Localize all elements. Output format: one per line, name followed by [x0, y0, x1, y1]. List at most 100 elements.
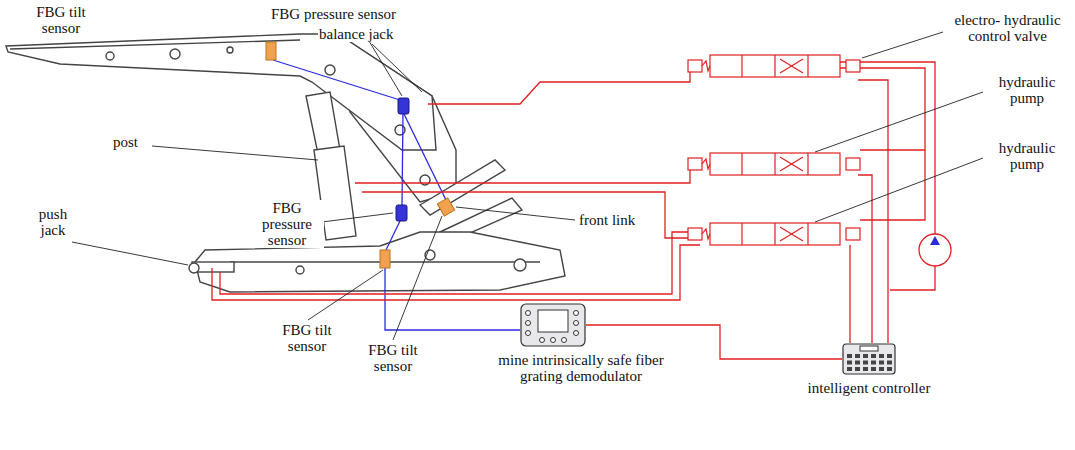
flow: [780, 227, 803, 241]
device-label: mine intrinsically safe fiber grating de…: [495, 352, 667, 384]
device-key: [855, 354, 860, 358]
device-display: [860, 346, 878, 351]
part-label: FBG tilt sensor: [20, 4, 102, 36]
leader-line: [456, 207, 575, 220]
pin: [514, 259, 526, 271]
device-key: [855, 367, 860, 371]
part-label: hydraulic pump: [985, 140, 1069, 172]
control-wire: [849, 245, 850, 343]
cell: [741, 55, 742, 77]
canopy: [6, 34, 436, 150]
tilt-sensor: [437, 198, 454, 216]
solenoid: [688, 158, 702, 170]
cell: [807, 153, 808, 175]
part-label: balance jack: [318, 26, 395, 42]
solenoid: [688, 228, 702, 240]
canopy-edge: [10, 40, 300, 49]
spring: [702, 61, 710, 71]
device-node: intelligent controller: [842, 343, 896, 375]
cell: [741, 153, 742, 175]
pressure-sensor: [398, 98, 409, 114]
valve: [688, 55, 860, 77]
push-jack-eye: [189, 263, 199, 273]
cell: [774, 55, 775, 77]
device-key: [847, 367, 852, 371]
pipe: [428, 70, 700, 104]
device-label: intelligent controller: [794, 380, 944, 396]
device-key: [879, 367, 884, 371]
leader-line: [72, 242, 188, 265]
device-key: [871, 367, 876, 371]
device-key: [847, 361, 852, 365]
device-screen: [538, 310, 568, 332]
device-button: [526, 311, 531, 316]
pin: [170, 49, 180, 59]
tilt-sensor: [266, 42, 276, 60]
device-key: [887, 367, 892, 371]
pipe: [355, 168, 700, 183]
flow: [780, 227, 803, 241]
fiber-lines: [273, 60, 520, 330]
pipe: [718, 68, 925, 150]
spring: [702, 229, 710, 239]
device-knob: [562, 338, 567, 343]
leader-line: [862, 32, 943, 58]
control-wire: [858, 80, 888, 343]
device-case: [843, 344, 895, 374]
pin: [106, 52, 114, 60]
leader-line: [815, 92, 983, 152]
valve-body: [710, 223, 840, 245]
device-key: [855, 361, 860, 365]
part-label: FBG tilt sensor: [270, 322, 344, 354]
device-key: [887, 354, 892, 358]
device-button: [526, 321, 531, 326]
post-upper: [306, 92, 340, 154]
hydraulic-support: [6, 34, 565, 292]
device-key: [879, 361, 884, 365]
pump-symbol: [919, 234, 951, 266]
device-case: [521, 304, 585, 346]
device-key: [871, 354, 876, 358]
fiber: [386, 221, 400, 250]
device-knob: [551, 338, 556, 343]
part-label: post: [112, 134, 139, 150]
solenoid: [846, 158, 860, 170]
cell: [741, 223, 742, 245]
part-label: hydraulic pump: [985, 74, 1069, 106]
control-valves: [688, 55, 860, 245]
flow: [780, 157, 803, 171]
tilt-sensor: [380, 250, 390, 268]
fiber: [385, 268, 520, 330]
cell: [774, 153, 775, 175]
part-label: FBG pressure sensor: [270, 6, 397, 22]
leader-line: [815, 158, 983, 222]
leader-line: [152, 146, 318, 160]
pressure-sensor: [396, 205, 407, 221]
part-label: front link: [578, 212, 636, 228]
device-key: [863, 367, 868, 371]
pipe: [890, 266, 935, 290]
device-key: [863, 361, 868, 365]
pipe: [362, 192, 700, 238]
flow: [780, 59, 803, 73]
pump: [919, 234, 951, 266]
fiber: [404, 114, 446, 200]
flow: [780, 59, 803, 73]
leader-line: [322, 213, 393, 222]
device-icon: [842, 343, 896, 375]
device-node: mine intrinsically safe fiber grating de…: [520, 303, 586, 347]
valve-body: [710, 153, 840, 175]
device-key: [879, 354, 884, 358]
pipe: [212, 245, 700, 300]
part-label: FBG tilt sensor: [356, 342, 430, 374]
cell: [807, 55, 808, 77]
flow: [780, 157, 803, 171]
pin: [325, 65, 335, 75]
valve: [688, 223, 860, 245]
device-key: [863, 354, 868, 358]
pump-triangle: [930, 236, 940, 245]
valve-body: [710, 55, 840, 77]
solenoid: [846, 60, 860, 72]
part-label: electro- hydraulic control valve: [943, 12, 1072, 44]
part-label: push jack: [28, 206, 78, 238]
